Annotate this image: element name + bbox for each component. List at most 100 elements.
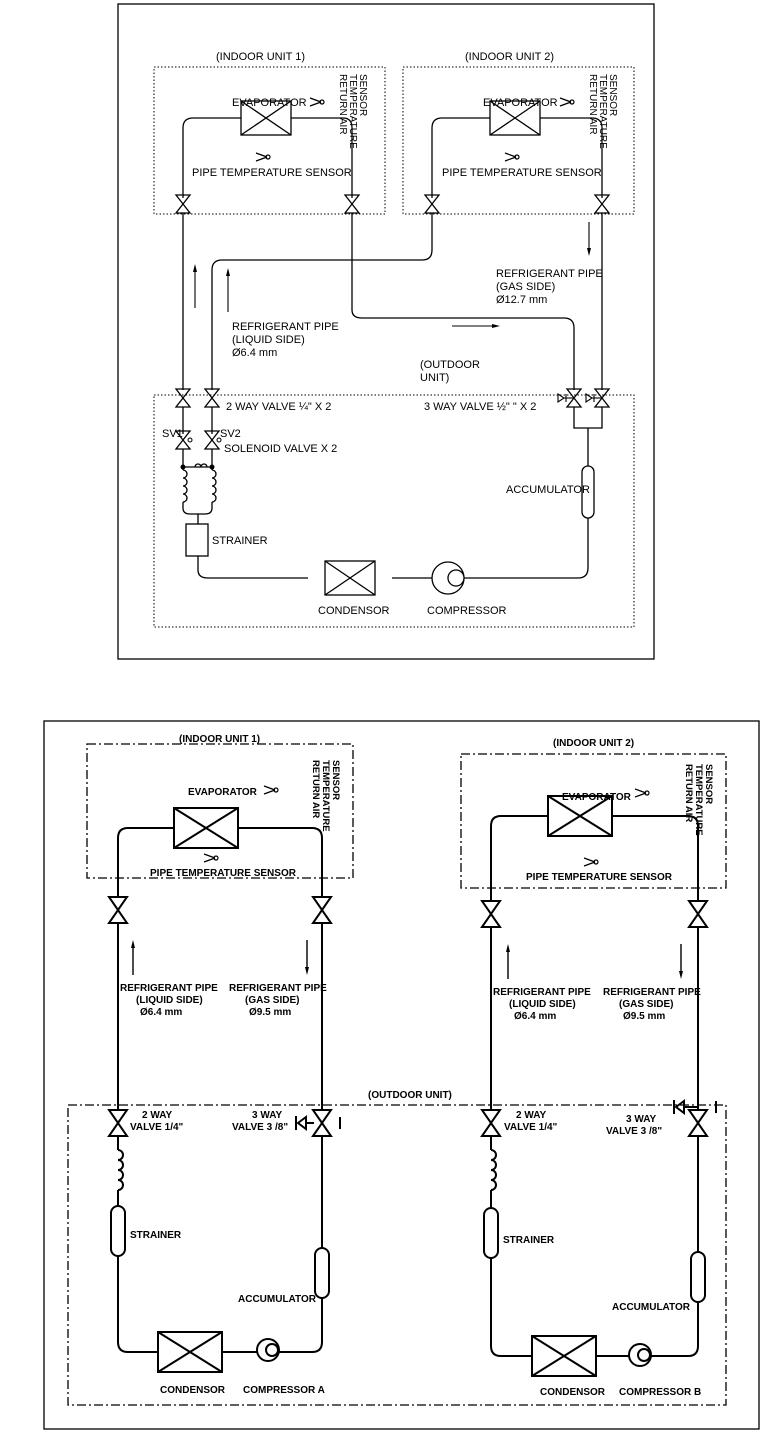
indoor-unit-2-box-2 <box>460 753 727 889</box>
diagram-2-frame <box>43 720 760 1430</box>
strainer-1-label: STRAINER <box>212 535 268 547</box>
svg-text:RETURN AIR: RETURN AIR <box>337 74 348 135</box>
svg-text:SENSOR: SENSOR <box>357 74 368 116</box>
liquid-pipe-label-right-3: Ø6.4 mm <box>514 1011 556 1022</box>
indoor-unit-2-title: (INDOOR UNIT 2) <box>465 51 554 63</box>
sv2-label: SV2 <box>220 428 241 440</box>
gas-pipe-label-right-1: REFRIGERANT PIPE <box>603 987 701 998</box>
return-air-sensor-1-icon <box>309 97 325 107</box>
compressor-a-label: COMPRESSOR A <box>243 1385 325 1396</box>
two-way-valve-label: 2 WAY VALVE ¼" X 2 <box>226 401 331 413</box>
indoor-unit-1-title-2: (INDOOR UNIT 1) <box>179 734 260 745</box>
compressor-b-label: COMPRESSOR B <box>619 1387 701 1398</box>
three-way-valve-right-label-2: VALVE 3 /8" <box>606 1126 662 1137</box>
liquid-pipe-label-1: REFRIGERANT PIPE <box>232 321 339 333</box>
indoor-2-gas-valve-icon-2 <box>688 900 708 928</box>
return-air-sensor-1-label: RETURN AIR TEMPERATURE SENSOR <box>337 74 368 149</box>
svg-text:SENSOR: SENSOR <box>703 764 714 804</box>
two-way-valve-right-label-2: VALVE 1/4" <box>504 1122 558 1133</box>
compressor-b-icon <box>628 1343 652 1367</box>
two-way-valve-right-icon <box>481 1109 501 1137</box>
svg-text:SENSOR: SENSOR <box>330 760 341 800</box>
gas-pipe-label-1: REFRIGERANT PIPE <box>496 268 603 280</box>
two-way-valve-right-label-1: 2 WAY <box>516 1110 547 1121</box>
flow-arrow-up-left-2 <box>131 940 135 975</box>
flow-arrow-down-right-2 <box>679 944 683 979</box>
svg-text:TEMPERATURE: TEMPERATURE <box>693 764 704 836</box>
compressor-1-icon <box>431 561 465 595</box>
svg-text:RETURN AIR: RETURN AIR <box>310 760 321 818</box>
pipe-temp-sensor-2-label: PIPE TEMPERATURE SENSOR <box>442 167 602 179</box>
svg-text:RETURN AIR: RETURN AIR <box>683 764 694 822</box>
three-way-valve-right-label-1: 3 WAY <box>626 1114 657 1125</box>
strainer-right-icon <box>483 1207 499 1259</box>
liquid-pipe-label-3: Ø6.4 mm <box>232 347 277 359</box>
diagram-2: (INDOOR UNIT 1) (INDOOR UNIT 2) EVAPORAT… <box>43 720 760 1430</box>
liquid-pipe-label-right-2: (LIQUID SIDE) <box>509 999 576 1010</box>
outdoor-unit-box <box>153 394 635 628</box>
evaporator-2-label-2: EVAPORATOR <box>562 792 632 803</box>
capillary-coil-2-icon <box>211 469 217 503</box>
condensor-1-icon <box>324 560 376 596</box>
diagram-1: (INDOOR UNIT 1) (INDOOR UNIT 2) EVAPORAT… <box>117 3 655 660</box>
pipe-temp-sensor-1-label-2: PIPE TEMPERATURE SENSOR <box>150 868 297 879</box>
svg-text:SENSOR: SENSOR <box>607 74 618 116</box>
indoor-1-gas-valve-icon-2 <box>312 896 332 924</box>
accumulator-left-icon <box>314 1247 330 1299</box>
liquid-pipe-label-left-2: (LIQUID SIDE) <box>136 995 203 1006</box>
pipe-temp-sensor-2-icon <box>504 152 520 162</box>
flow-arrow-up-1 <box>193 264 197 308</box>
gas-pipe-label-right-2: (GAS SIDE) <box>619 999 673 1010</box>
outdoor-unit-box-2 <box>67 1104 727 1406</box>
svg-text:TEMPERATURE: TEMPERATURE <box>347 74 358 149</box>
pipe-temp-sensor-2-icon-2 <box>583 857 599 867</box>
condensor-right-label: CONDENSOR <box>540 1387 606 1398</box>
evaporator-1-label-2: EVAPORATOR <box>188 787 258 798</box>
service-port-icons <box>557 392 602 404</box>
return-air-sensor-2-label-2: RETURN AIR TEMPERATURE SENSOR <box>683 764 714 836</box>
pipe-temp-sensor-1-label: PIPE TEMPERATURE SENSOR <box>192 167 352 179</box>
two-way-valve-left-label-1: 2 WAY <box>142 1110 173 1121</box>
condensor-left-icon <box>157 1331 223 1373</box>
indoor-unit-2-title-2: (INDOOR UNIT 2) <box>553 738 634 749</box>
return-air-sensor-1-icon-2 <box>263 785 279 795</box>
return-air-sensor-1-label-2: RETURN AIR TEMPERATURE SENSOR <box>310 760 341 832</box>
indoor-2-liquid-valve-icon-2 <box>481 900 501 928</box>
gas-pipe-label-2: (GAS SIDE) <box>496 281 555 293</box>
gas-pipe-label-right-3: Ø9.5 mm <box>623 1011 665 1022</box>
liquid-pipe-label-left-1: REFRIGERANT PIPE <box>120 983 218 994</box>
accumulator-left-label: ACCUMULATOR <box>238 1294 317 1305</box>
three-way-valve-left-label-1: 3 WAY <box>252 1110 283 1121</box>
accumulator-1-label: ACCUMULATOR <box>506 484 590 496</box>
return-air-sensor-2-label: RETURN AIR TEMPERATURE SENSOR <box>587 74 618 149</box>
svg-text:TEMPERATURE: TEMPERATURE <box>320 760 331 832</box>
gas-pipe-label-left-3: Ø9.5 mm <box>249 1007 291 1018</box>
flow-arrow-down-left-2 <box>305 940 309 975</box>
evaporator-1-icon-2 <box>173 807 239 849</box>
capillary-left-icon <box>117 1149 124 1191</box>
strainer-1-icon <box>185 523 209 557</box>
accumulator-right-icon <box>690 1251 706 1303</box>
indoor-unit-1-box <box>153 66 386 215</box>
service-port-right-icon <box>673 1099 717 1115</box>
svg-text:RETURN AIR: RETURN AIR <box>587 74 598 135</box>
return-air-sensor-2-icon-2 <box>634 788 650 798</box>
liquid-pipe-label-left-3: Ø6.4 mm <box>140 1007 182 1018</box>
three-way-valve-left-icon <box>312 1109 332 1137</box>
solenoid-valve-label: SOLENOID VALVE X 2 <box>224 443 337 455</box>
gas-pipe-label-left-2: (GAS SIDE) <box>245 995 299 1006</box>
indoor-unit-1-box-2 <box>86 743 354 879</box>
condensor-left-label: CONDENSOR <box>160 1385 226 1396</box>
gas-pipe-1 <box>351 213 575 390</box>
flow-arrow-up-2 <box>226 268 230 312</box>
capillary-right-icon <box>490 1149 497 1191</box>
compressor-1-label: COMPRESSOR <box>427 605 507 617</box>
strainer-left-icon <box>110 1205 126 1257</box>
indoor-1-liquid-valve-icon-2 <box>108 896 128 924</box>
liquid-pipe-label-2: (LIQUID SIDE) <box>232 334 305 346</box>
liquid-pipe-2 <box>211 213 433 390</box>
pipe-temp-sensor-1-icon <box>255 152 271 162</box>
gas-pipe-label-left-1: REFRIGERANT PIPE <box>229 983 327 994</box>
two-way-valve-left-label-2: VALVE 1/4" <box>130 1122 184 1133</box>
